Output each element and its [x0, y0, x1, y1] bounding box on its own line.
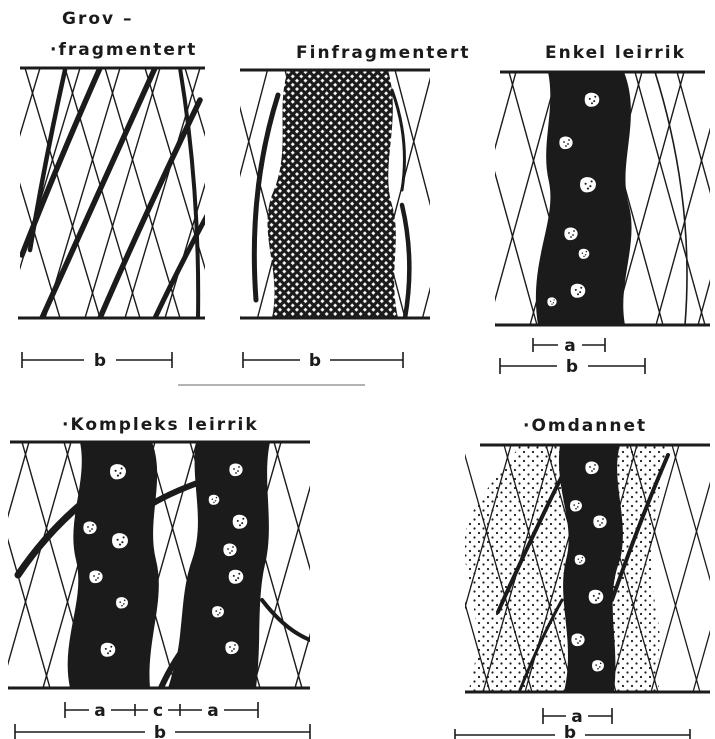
dimension-label: a: [564, 336, 575, 356]
fracture-line: [316, 442, 386, 688]
dimension-label: b: [94, 351, 106, 371]
panel-title: ·Omdannet: [523, 416, 647, 436]
fracture-line: [337, 442, 407, 688]
fracture-line: [5, 68, 80, 318]
fracture-line: [656, 72, 715, 325]
fracture-line: [0, 68, 20, 318]
fracture-line: [655, 72, 687, 325]
dimension-label: a: [207, 701, 218, 721]
fracture-line: [467, 72, 537, 325]
dimension-label: b: [564, 723, 576, 739]
fracture-line: [423, 70, 488, 318]
fracture-line: [379, 442, 449, 688]
fracture-line: [446, 72, 516, 325]
fracture-line: [0, 68, 40, 318]
fracture-line: [1, 442, 71, 688]
fracture-line: [395, 70, 460, 318]
dimension-b: b: [22, 351, 172, 371]
dimension-label: b: [154, 723, 166, 739]
fracture-line: [25, 68, 100, 318]
fracture-line: [693, 445, 715, 692]
dimension-label: b: [309, 351, 321, 371]
dimension-a: a: [533, 336, 605, 356]
fracture-zone: [175, 70, 543, 318]
panel-title: ·Kompleks leirrik: [62, 415, 259, 435]
panel-kompleks-leirrik: ·Kompleks leirrik a: [0, 415, 449, 739]
fracture-line: [358, 442, 428, 688]
dimension-b: b: [15, 723, 310, 739]
fracture-line: [478, 70, 543, 318]
fracture-line: [425, 72, 495, 325]
fracture-line: [295, 442, 365, 688]
dimension-label: c: [153, 701, 163, 721]
fracture-zone: [0, 442, 449, 690]
panel-title: Enkel leirrik: [545, 43, 686, 63]
dimension-b: b: [455, 723, 690, 739]
dimension-line: [243, 352, 403, 368]
panel-enkel-leirrik: Enkel leirrik a b: [425, 43, 715, 377]
fracture-line: [274, 442, 344, 688]
fracture-line: [635, 72, 705, 325]
thick-fracture: [392, 90, 404, 190]
dimension-label: a: [94, 701, 105, 721]
fracture-line: [0, 68, 60, 318]
fine-fragment-band: [267, 70, 398, 318]
fracture-line: [65, 68, 140, 318]
dimension-a-c-a: a c a: [65, 701, 258, 721]
panel-finfragmentert: Finfragmentert b: [175, 43, 543, 371]
fracture-line: [165, 68, 240, 318]
fracture-line: [0, 442, 8, 688]
dimension-a: a: [543, 707, 612, 727]
panel-title: Finfragmentert: [296, 43, 470, 63]
fracture-line: [205, 68, 280, 318]
panel-title-line-2: ·fragmentert: [50, 40, 197, 60]
dimension-label: b: [566, 357, 578, 377]
thick-fracture: [18, 505, 80, 575]
dimension-b: b: [243, 351, 403, 371]
dimension-b: b: [500, 357, 645, 377]
fracture-line: [450, 70, 515, 318]
fracture-line: [698, 72, 715, 325]
fracture-zone: [420, 445, 715, 692]
thick-fracture: [402, 205, 409, 318]
clay-band: [559, 445, 623, 692]
fracture-zone: [425, 72, 715, 325]
thick-fracture: [100, 100, 200, 318]
panel-omdannet: ·Omdannet a b: [420, 416, 715, 739]
fracture-line: [672, 445, 715, 692]
panel-title-line-1: Grov –: [62, 9, 134, 29]
